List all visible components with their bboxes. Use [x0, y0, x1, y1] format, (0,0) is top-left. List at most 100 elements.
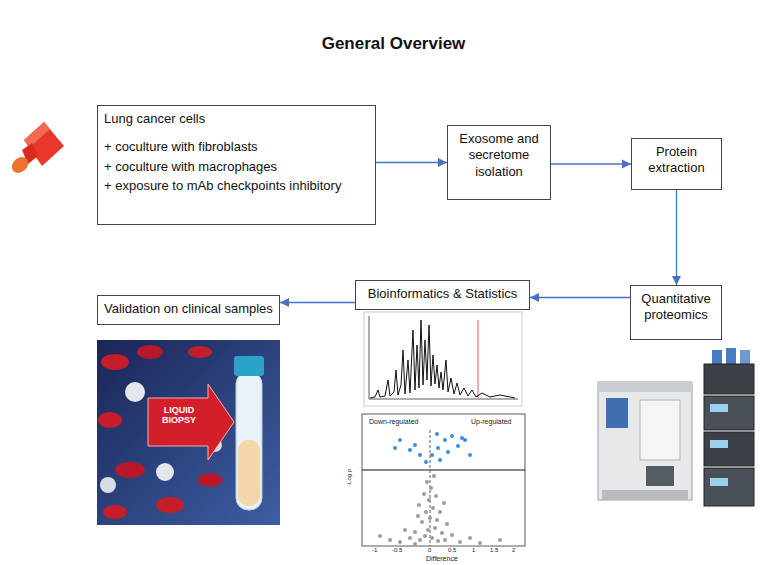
plot-annotation: Down-regulated [368, 418, 419, 426]
significant-points [435, 432, 439, 436]
flask-icon [24, 122, 50, 147]
data-points [418, 538, 422, 542]
box-text: + coculture with macrophages [104, 159, 369, 175]
volcano-plot [362, 414, 525, 546]
hplc-stack [704, 432, 754, 466]
mass-spectrometer [640, 400, 680, 460]
diagram-title: General Overview [26, 34, 761, 54]
volcano-plot [362, 470, 525, 471]
data-points [428, 516, 432, 520]
box-heading: Bioinformatics & Statistics [362, 286, 523, 302]
flow-arrow [676, 190, 677, 285]
liquid-biopsy-picture [156, 463, 174, 481]
significant-points [438, 458, 442, 462]
significant-points [446, 450, 450, 454]
box-heading: Exosome and secretome isolation [454, 131, 544, 180]
mass-spectrometer [646, 466, 674, 486]
chromatogram [369, 399, 518, 400]
liquid-biopsy-picture [125, 382, 145, 402]
chromatogram [369, 316, 370, 399]
data-points [413, 530, 417, 534]
data-points [388, 538, 392, 542]
hplc-stack [704, 468, 754, 506]
data-points [422, 492, 426, 496]
liquid-biopsy-picture [198, 473, 222, 487]
data-points [445, 522, 449, 526]
significant-points [418, 453, 422, 457]
liquid-biopsy-picture [100, 477, 116, 493]
liquid-biopsy-picture [115, 462, 145, 478]
mass-spectrometer [602, 490, 688, 500]
chromatogram [364, 312, 522, 406]
process-box: Quantitative proteomics [630, 285, 722, 340]
data-points [378, 474, 502, 546]
liquid-biopsy-picture [137, 345, 163, 359]
liquid-biopsy-picture [148, 384, 234, 460]
data-points [426, 528, 430, 532]
data-points [403, 528, 407, 532]
data-points [431, 506, 435, 510]
mass-spectrometer [598, 382, 692, 392]
hplc-stack [710, 440, 728, 448]
data-points [420, 520, 424, 524]
data-points [435, 518, 439, 522]
liquid-biopsy-picture [188, 346, 212, 358]
box-heading: Validation on clinical samples [104, 301, 273, 317]
data-points [413, 542, 417, 546]
tick-label: -0.5 [392, 547, 402, 554]
process-box: Bioinformatics & Statistics [355, 280, 530, 310]
box-heading: Protein extraction [638, 144, 715, 177]
data-points [429, 486, 433, 490]
significant-points [398, 438, 402, 442]
flow-arrow [551, 163, 631, 164]
liquid-biopsy-picture [238, 440, 260, 506]
tick-label: -1 [372, 547, 377, 554]
significant-points [424, 460, 428, 464]
tick-label: 0 [428, 547, 431, 554]
picture-text: LIQUID BIOPSY [152, 405, 206, 426]
significant-points [430, 453, 434, 457]
data-points [458, 540, 462, 544]
tick-label: 1 [472, 547, 475, 554]
data-points [416, 514, 420, 518]
significant-points [393, 446, 397, 450]
process-box: Exosome and secretome isolation [447, 125, 551, 200]
liquid-biopsy-picture [236, 372, 262, 510]
data-points [432, 474, 436, 478]
hplc-stack [710, 404, 728, 412]
hplc-stack [740, 350, 750, 364]
volcano-plot [362, 414, 525, 546]
box-heading: Quantitative proteomics [637, 291, 715, 324]
significant-points [456, 444, 460, 448]
data-points [398, 540, 402, 544]
box-heading: Lung cancer cells [104, 111, 369, 127]
hplc-stack [726, 348, 736, 364]
data-points [478, 541, 482, 545]
flow-arrow [530, 297, 630, 298]
liquid-biopsy-picture [234, 356, 264, 376]
data-points [424, 510, 428, 514]
process-box: Validation on clinical samples [97, 295, 280, 325]
data-points [427, 498, 431, 502]
mass-spectrometer [598, 382, 692, 500]
hplc-stack [704, 348, 754, 506]
data-points [434, 494, 438, 498]
chromatogram [364, 312, 522, 406]
mass-spectrometer [598, 382, 692, 500]
hplc-stack [704, 396, 754, 430]
significant-points [460, 436, 464, 440]
chromatogram [370, 320, 515, 398]
flow-arrow [280, 302, 355, 303]
box-text: + exposure to mAb checkpoints inhibitory [104, 178, 369, 194]
significant-points [468, 453, 472, 457]
data-points [450, 533, 454, 537]
mass-spectrometer [606, 398, 628, 428]
data-points [498, 538, 502, 542]
liquid-biopsy-picture [97, 340, 280, 525]
flask-icon [9, 154, 32, 176]
data-points [468, 536, 472, 540]
data-points [438, 510, 442, 514]
flask-icon [9, 122, 64, 176]
liquid-biopsy-picture [101, 354, 129, 370]
process-box: Protein extraction [631, 138, 722, 190]
